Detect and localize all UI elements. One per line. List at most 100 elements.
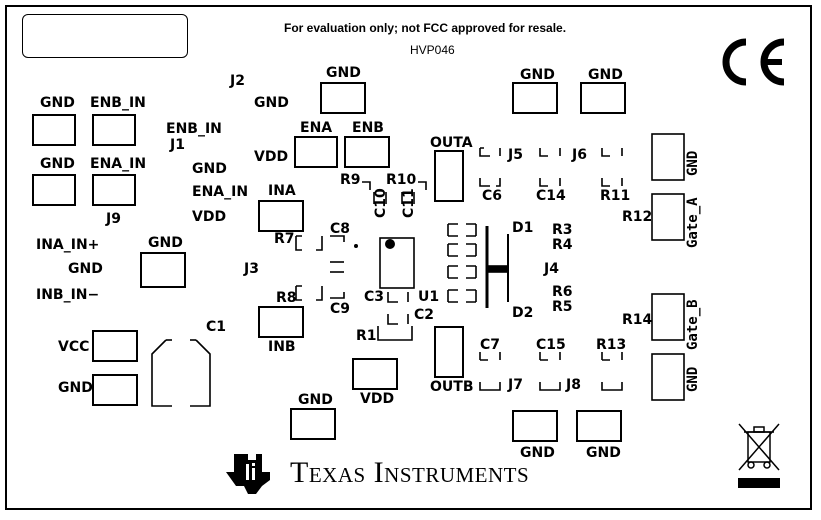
pad-gnd-bottom xyxy=(290,408,336,440)
label-r8: R8 xyxy=(276,290,297,306)
u1-outline xyxy=(379,237,415,289)
pad-outb xyxy=(434,326,464,378)
label-vdd: VDD xyxy=(192,209,227,225)
label-r1: R1 xyxy=(356,328,377,344)
pad-vcc xyxy=(92,330,138,362)
label-r6: R6 xyxy=(552,284,573,300)
label-j8: J8 xyxy=(566,377,581,393)
label-gnd: GND xyxy=(520,445,555,461)
label-outa: OUTA xyxy=(430,135,473,151)
label-inb-in-minus: INB_IN− xyxy=(36,287,100,303)
label-c9: C9 xyxy=(330,301,351,317)
pad-ena-in xyxy=(92,174,136,206)
label-outb: OUTB xyxy=(430,379,474,395)
pad-gnd-top1 xyxy=(512,82,558,114)
label-j7: J7 xyxy=(508,377,523,393)
pad-gnd-top2 xyxy=(580,82,626,114)
label-gnd: GND xyxy=(58,380,93,396)
label-r5: R5 xyxy=(552,299,573,315)
pad-ena xyxy=(294,136,338,168)
label-r13: R13 xyxy=(596,337,627,353)
label-ina-in-plus: INA_IN+ xyxy=(36,237,100,253)
label-inb: INB xyxy=(268,339,296,355)
label-enb: ENB xyxy=(352,120,384,136)
label-r3: R3 xyxy=(552,222,573,238)
label-d1: D1 xyxy=(512,220,534,236)
label-c2: C2 xyxy=(414,307,435,323)
label-ena-in-2: ENA_IN xyxy=(192,184,249,200)
label-ena-in: ENA_IN xyxy=(90,156,147,172)
label-c8: C8 xyxy=(330,221,351,237)
label-d2: D2 xyxy=(512,305,534,321)
label-c10: C10 xyxy=(373,188,389,218)
pad-inb xyxy=(258,306,304,338)
label-enb-in-2: ENB_IN xyxy=(166,121,222,137)
pad-gnd-vcc xyxy=(92,374,138,406)
label-c14: C14 xyxy=(536,188,566,204)
label-gnd-rot2: GND xyxy=(685,366,701,392)
pad-gnd-bot1 xyxy=(512,410,558,442)
label-r12: R12 xyxy=(622,209,653,225)
label-u1: U1 xyxy=(418,289,440,305)
label-r9: R9 xyxy=(340,172,361,188)
label-gnd: GND xyxy=(588,67,623,83)
label-j6: J6 xyxy=(572,147,587,163)
label-c6: C6 xyxy=(482,188,503,204)
label-r14: R14 xyxy=(622,312,653,328)
label-vdd: VDD xyxy=(254,149,289,165)
pad-gnd-j2 xyxy=(320,82,366,114)
label-gnd: GND xyxy=(68,261,103,277)
label-gnd: GND xyxy=(586,445,621,461)
label-gnd: GND xyxy=(520,67,555,83)
label-gnd: GND xyxy=(40,156,75,172)
label-gnd-rot1: GND xyxy=(685,150,701,176)
label-j4: J4 xyxy=(544,261,559,277)
label-ina: INA xyxy=(268,183,296,199)
weee-bin-icon xyxy=(734,418,784,497)
label-gnd: GND xyxy=(298,392,333,408)
label-c15: C15 xyxy=(536,337,566,353)
pad-enb-in xyxy=(92,114,136,146)
pad-gnd-bot2 xyxy=(576,410,622,442)
label-enb-in: ENB_IN xyxy=(90,95,146,111)
ce-mark-icon xyxy=(716,34,796,93)
label-vcc: VCC xyxy=(58,339,90,355)
label-gate-b: Gate_B xyxy=(685,299,701,350)
label-vdd: VDD xyxy=(360,391,395,407)
pad-ina xyxy=(258,200,304,232)
label-box xyxy=(22,14,188,58)
board-id: HVP046 xyxy=(410,43,455,57)
label-gnd: GND xyxy=(326,65,361,81)
pad-enb xyxy=(344,136,390,168)
pad-gnd-j9b xyxy=(32,174,76,206)
label-r4: R4 xyxy=(552,237,573,253)
pad-outa xyxy=(434,150,464,202)
label-c1: C1 xyxy=(206,319,227,335)
pcb-outline xyxy=(5,5,812,510)
label-c3: C3 xyxy=(364,289,385,305)
label-gnd: GND xyxy=(254,95,289,111)
ti-logo-icon xyxy=(222,450,278,499)
label-gnd: GND xyxy=(148,235,183,251)
label-ena: ENA xyxy=(300,120,333,136)
c1-outline xyxy=(151,339,172,407)
label-j5: J5 xyxy=(508,147,523,163)
label-c7: C7 xyxy=(480,337,501,353)
label-r10: R10 xyxy=(386,172,417,188)
pad-gnd-j3 xyxy=(140,252,186,288)
label-r7: R7 xyxy=(274,231,295,247)
label-gate-a: Gate_A xyxy=(685,197,701,248)
label-j3: J3 xyxy=(244,261,259,277)
label-c11: C11 xyxy=(401,188,417,218)
label-gnd: GND xyxy=(40,95,75,111)
brand-name: Texas Instruments xyxy=(290,456,530,489)
pad-gnd-j9a xyxy=(32,114,76,146)
label-gnd: GND xyxy=(192,161,227,177)
label-j1: J1 xyxy=(170,137,185,153)
fcc-notice: For evaluation only; not FCC approved fo… xyxy=(284,21,567,35)
label-j9: J9 xyxy=(106,211,121,227)
label-j2: J2 xyxy=(230,73,245,89)
label-r11: R11 xyxy=(600,188,631,204)
pad-vdd xyxy=(352,358,398,390)
